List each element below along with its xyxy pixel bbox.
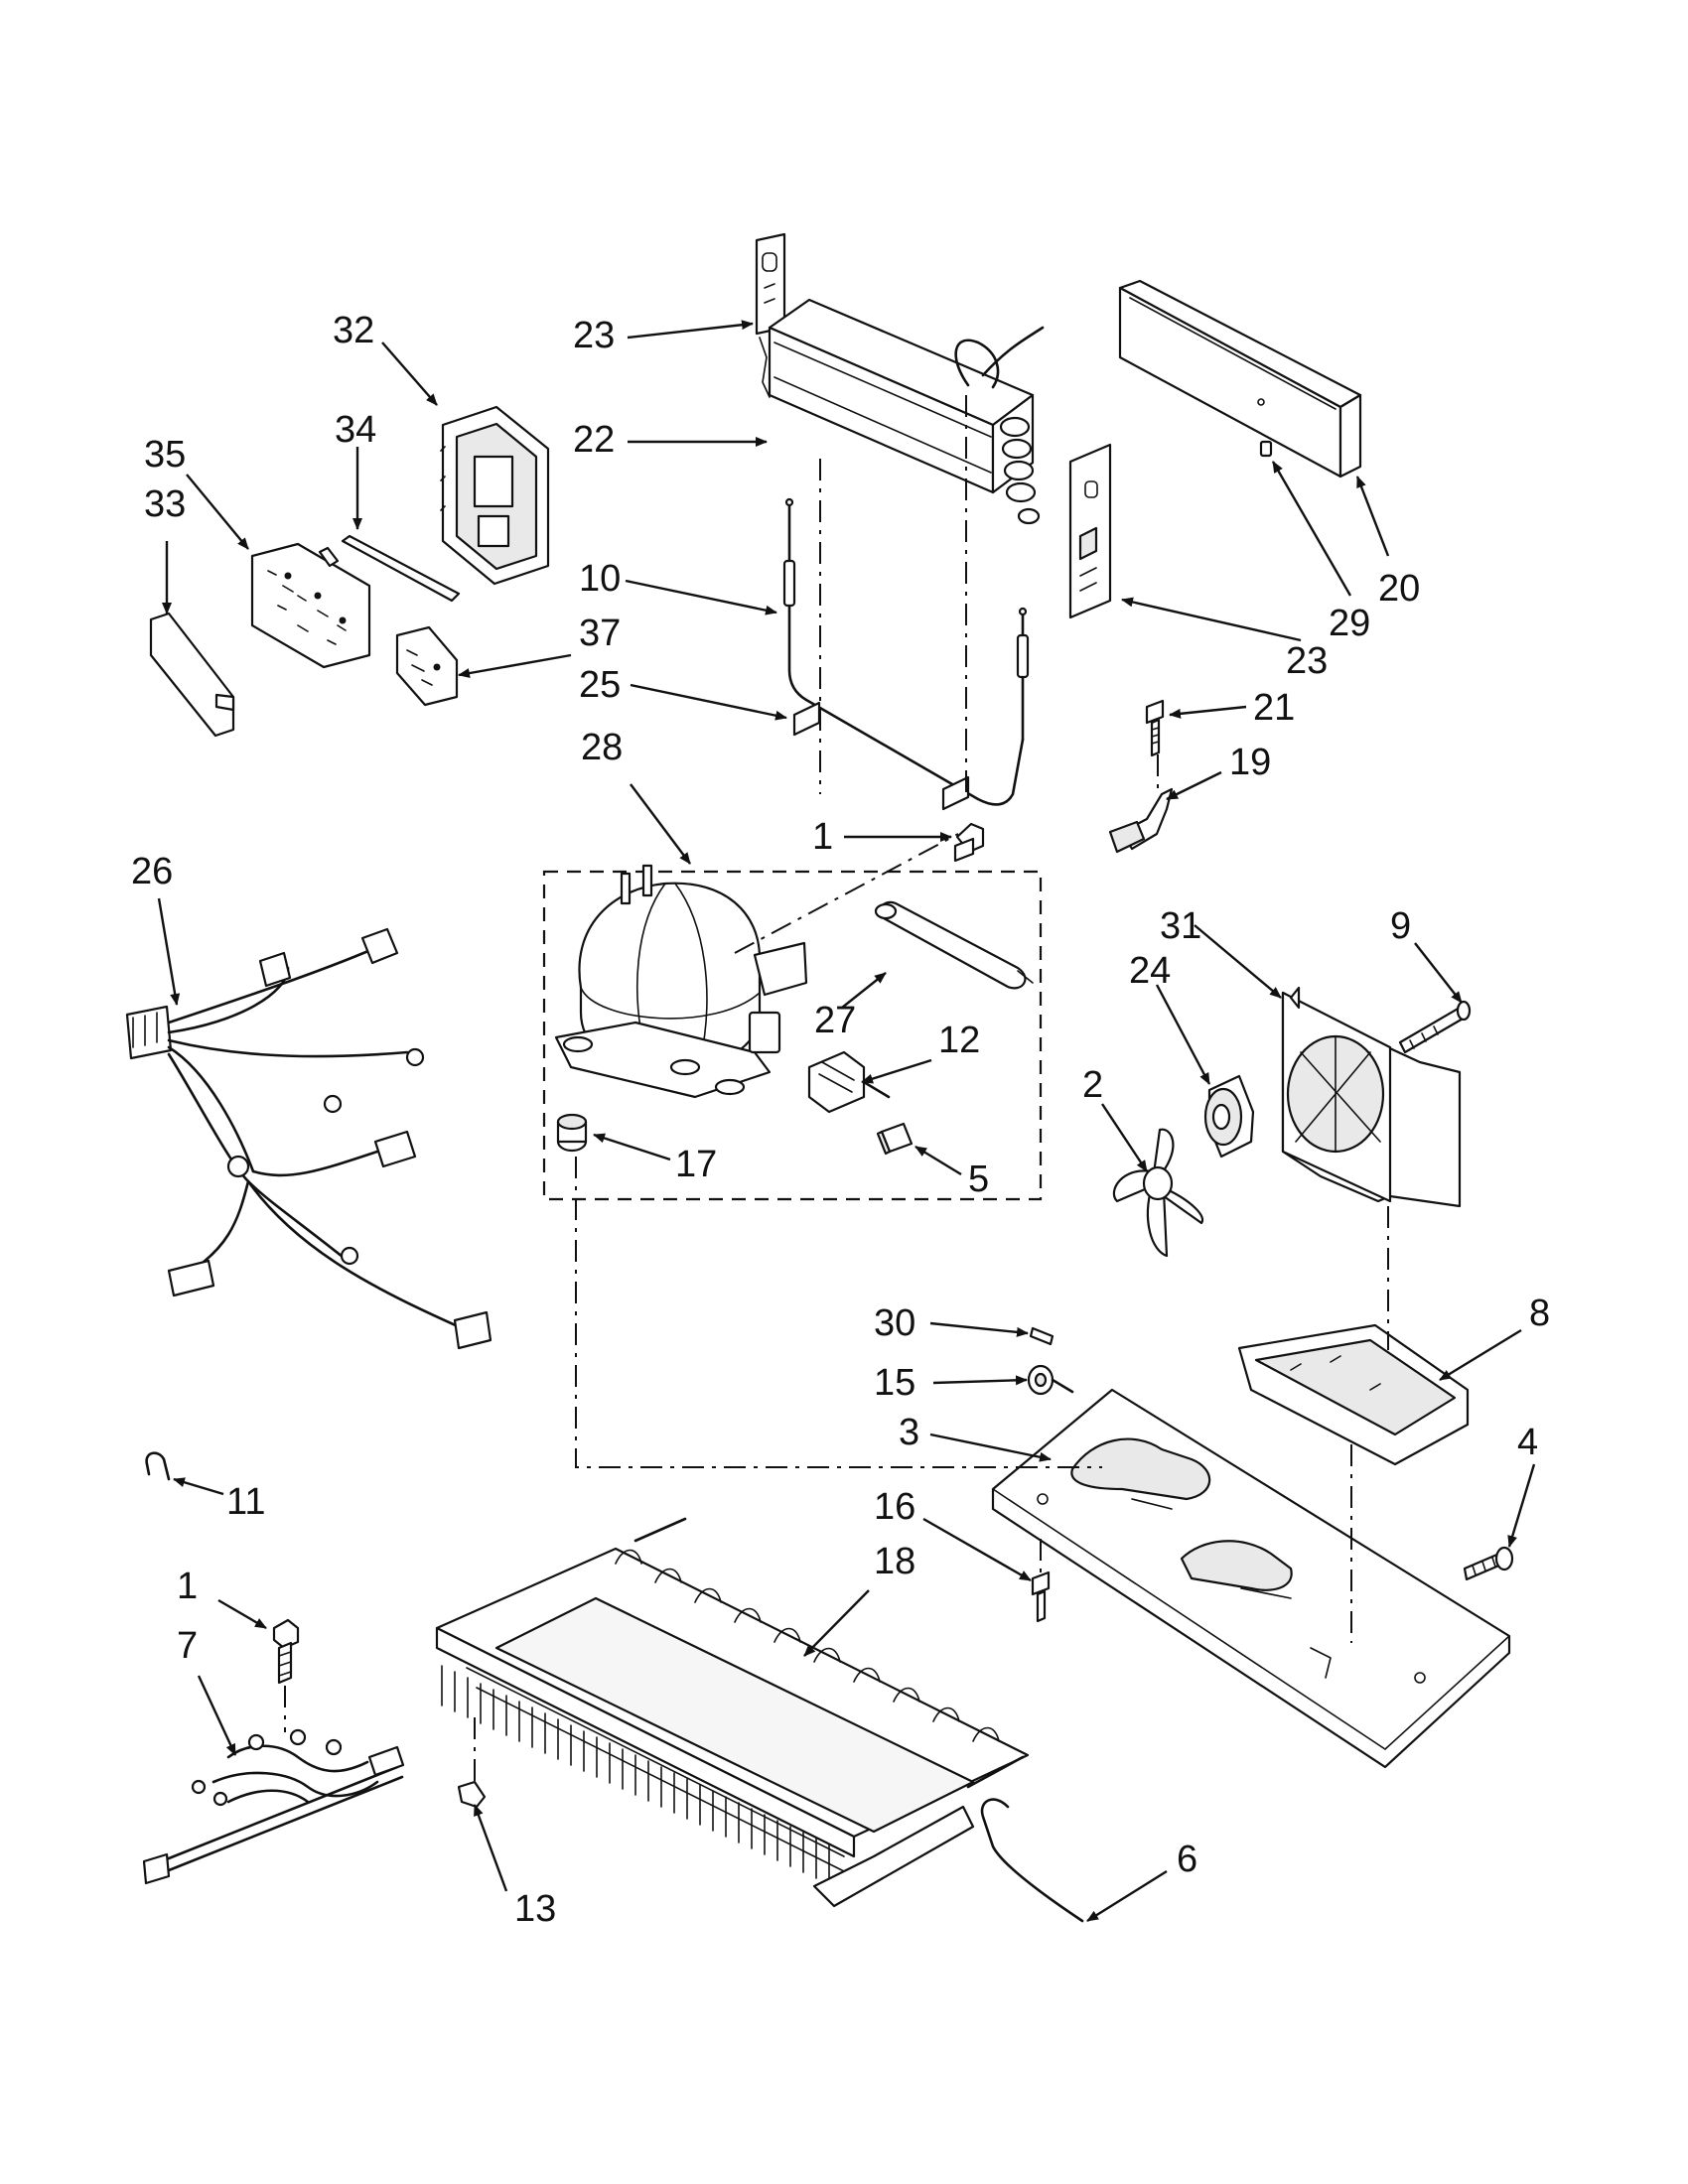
callout-20: 20 bbox=[1378, 568, 1420, 610]
callout-9: 9 bbox=[1390, 905, 1411, 947]
strip-34 bbox=[341, 534, 461, 603]
callout-4: 4 bbox=[1517, 1422, 1538, 1463]
callout-23: 23 bbox=[1286, 640, 1328, 682]
board-cover bbox=[149, 612, 235, 738]
evaporator-bracket-right bbox=[1068, 443, 1112, 619]
bracket-19 bbox=[1108, 787, 1174, 854]
clip-13 bbox=[457, 1780, 487, 1809]
fan-motor bbox=[1203, 1074, 1255, 1159]
evaporator bbox=[759, 298, 1045, 525]
fan-blade bbox=[1112, 1128, 1204, 1258]
callout-2: 2 bbox=[1082, 1064, 1103, 1106]
callout-33: 33 bbox=[144, 483, 186, 525]
callout-31: 31 bbox=[1160, 905, 1201, 947]
callout-5: 5 bbox=[968, 1159, 989, 1200]
callout-13: 13 bbox=[514, 1888, 556, 1930]
callout-6: 6 bbox=[1177, 1839, 1197, 1880]
relay bbox=[807, 1050, 891, 1114]
alignment-line bbox=[734, 833, 959, 954]
callout-27: 27 bbox=[814, 1000, 856, 1041]
control-board bbox=[250, 542, 371, 669]
callout-28: 28 bbox=[581, 727, 623, 768]
clip bbox=[1259, 440, 1273, 458]
screw-lower bbox=[272, 1618, 300, 1685]
callout-11: 11 bbox=[226, 1481, 265, 1523]
callout-29: 29 bbox=[1329, 603, 1370, 644]
screw-16 bbox=[1031, 1570, 1051, 1623]
screw-9 bbox=[1398, 1000, 1472, 1054]
callout-16: 16 bbox=[874, 1486, 915, 1528]
grommet-15 bbox=[1027, 1364, 1074, 1396]
fan-shroud bbox=[1281, 986, 1462, 1208]
callout-26: 26 bbox=[131, 851, 173, 892]
callout-7: 7 bbox=[177, 1625, 198, 1667]
screw-21 bbox=[1145, 699, 1165, 757]
callout-10: 10 bbox=[579, 558, 621, 600]
drier bbox=[874, 900, 1034, 990]
defrost-heater bbox=[782, 497, 1030, 811]
alignment-line bbox=[575, 1157, 1102, 1468]
condenser-coils bbox=[441, 1549, 1000, 1885]
screw-4 bbox=[1463, 1546, 1514, 1581]
overload bbox=[876, 1122, 914, 1156]
callout-1: 1 bbox=[177, 1566, 198, 1607]
callout-30: 30 bbox=[874, 1302, 915, 1344]
compressor bbox=[554, 864, 808, 1099]
callout-12: 12 bbox=[938, 1020, 980, 1061]
callout-19: 19 bbox=[1229, 742, 1271, 783]
callout-32: 32 bbox=[333, 310, 374, 351]
screw-upper bbox=[953, 822, 985, 863]
drain-tube bbox=[980, 1798, 1084, 1923]
small-board bbox=[395, 625, 459, 707]
callout-37: 37 bbox=[579, 613, 621, 654]
callout-1: 1 bbox=[812, 816, 833, 858]
wiring-harness bbox=[125, 927, 492, 1350]
power-cord bbox=[142, 1728, 405, 1885]
compressor-assembly-box bbox=[542, 870, 1043, 1201]
clip-11 bbox=[145, 1451, 171, 1481]
callout-17: 17 bbox=[675, 1144, 717, 1185]
callout-15: 15 bbox=[874, 1362, 915, 1404]
callout-3: 3 bbox=[899, 1412, 919, 1453]
callout-leaders bbox=[157, 320, 1536, 1923]
callout-18: 18 bbox=[874, 1541, 915, 1582]
callout-8: 8 bbox=[1529, 1293, 1550, 1334]
callout-24: 24 bbox=[1129, 950, 1171, 992]
evaporator-cover bbox=[1118, 279, 1362, 478]
callout-21: 21 bbox=[1253, 687, 1295, 729]
callout-23: 23 bbox=[573, 315, 615, 356]
condenser bbox=[435, 1517, 1030, 1908]
fan-bracket-tray bbox=[1237, 1323, 1470, 1466]
callout-35: 35 bbox=[144, 434, 186, 476]
callout-labels: 23 32 22 34 35 33 10 37 25 20 29 23 21 1… bbox=[131, 310, 1550, 1930]
callout-25: 25 bbox=[579, 664, 621, 706]
control-box bbox=[440, 405, 550, 586]
grommet bbox=[556, 1113, 588, 1153]
pin-30 bbox=[1029, 1326, 1055, 1346]
callout-34: 34 bbox=[335, 409, 376, 451]
compressor-base bbox=[991, 1388, 1511, 1769]
callout-22: 22 bbox=[573, 419, 615, 461]
evaporator-bracket-left bbox=[755, 232, 786, 336]
